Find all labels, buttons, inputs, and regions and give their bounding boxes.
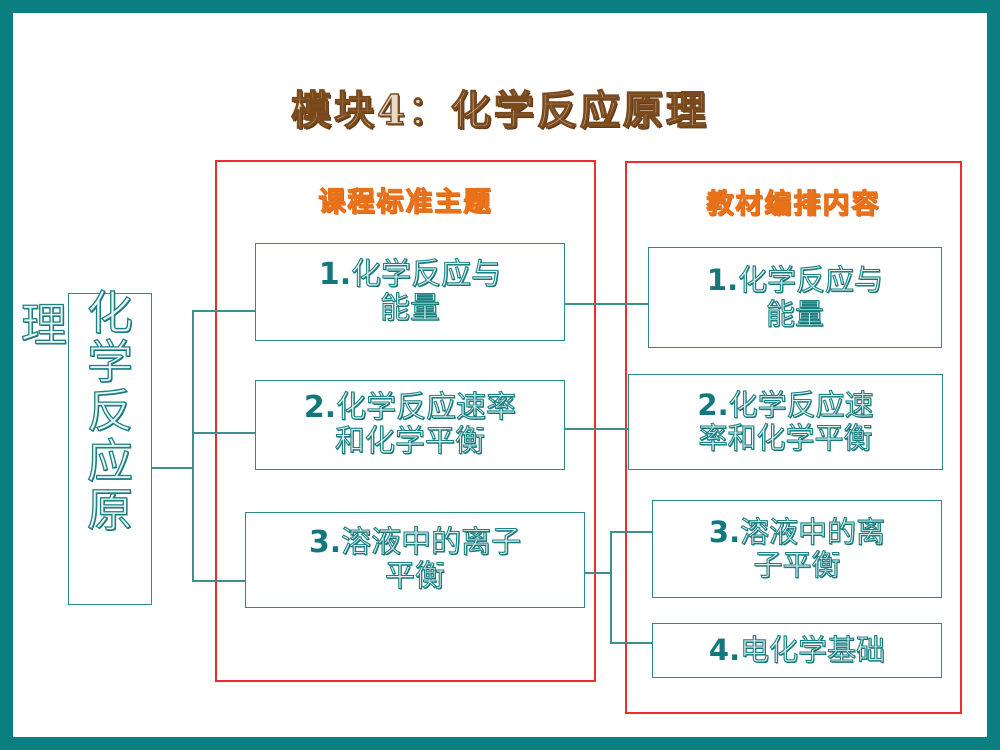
textbook-item-2-line1: 化学反应速	[728, 387, 874, 422]
connector-branch-to-r3	[610, 531, 653, 533]
curriculum-item-1-text: 1.化学反应与 能量	[318, 256, 502, 327]
curriculum-item-2-box[interactable]: 2.化学反应速率 和化学平衡	[255, 380, 565, 470]
connector-left-branch-3	[192, 580, 246, 582]
root-topic-overflow-char: 理	[20, 297, 67, 352]
textbook-item-2-number: 2.	[697, 387, 729, 422]
textbook-item-3-box[interactable]: 3.溶液中的离 子平衡	[652, 500, 942, 598]
curriculum-item-3-number: 3.	[308, 524, 342, 560]
curriculum-item-1-number: 1.	[318, 256, 352, 292]
textbook-item-3-number: 3.	[708, 514, 741, 549]
textbook-item-1-number: 1.	[706, 263, 739, 298]
textbook-item-4-text: 4.电化学基础	[708, 632, 886, 667]
column-header-curriculum-standard: 课程标准主题	[318, 186, 493, 218]
curriculum-item-1-box[interactable]: 1.化学反应与 能量	[255, 243, 565, 341]
textbook-item-1-text: 1.化学反应与 能量	[706, 263, 884, 331]
curriculum-item-2-line1: 化学反应速率	[336, 389, 517, 425]
curriculum-item-3-text: 3.溶液中的离子 平衡	[308, 524, 522, 595]
connector-right-trunk	[610, 531, 612, 643]
root-topic-box[interactable]	[68, 293, 152, 605]
textbook-item-3-line2: 子平衡	[753, 548, 841, 582]
textbook-item-2-line2: 率和化学平衡	[698, 421, 873, 455]
textbook-item-1-line1: 化学反应与	[738, 263, 884, 298]
textbook-arrangement-group-frame	[625, 161, 962, 714]
curriculum-item-3-line1: 溶液中的离子	[341, 524, 522, 560]
column-header-textbook-arrangement: 教材编排内容	[706, 188, 881, 220]
textbook-item-4-box[interactable]: 4.电化学基础	[652, 623, 942, 678]
textbook-item-1-line2: 能量	[765, 296, 824, 331]
connector-left-trunk	[192, 310, 194, 582]
textbook-item-4-number: 4.	[708, 632, 741, 667]
textbook-item-4-line1: 电化学基础	[740, 632, 886, 667]
curriculum-item-3-line2: 平衡	[384, 559, 445, 595]
connector-l1-to-r1	[565, 303, 649, 305]
page-title: 模块4：化学反应原理	[290, 86, 709, 134]
curriculum-item-2-line2: 和化学平衡	[334, 424, 485, 460]
curriculum-item-1-line1: 化学反应与	[351, 256, 502, 292]
curriculum-standard-group-frame	[215, 160, 596, 682]
textbook-item-1-box[interactable]: 1.化学反应与 能量	[648, 247, 942, 348]
curriculum-item-2-text: 2.化学反应速率 和化学平衡	[303, 389, 517, 460]
connector-left-branch-1	[192, 310, 256, 312]
textbook-item-3-text: 3.溶液中的离 子平衡	[708, 514, 886, 583]
textbook-item-3-line1: 溶液中的离	[740, 514, 886, 549]
textbook-item-2-text: 2.化学反应速 率和化学平衡	[697, 387, 874, 456]
connector-l2-to-r2	[565, 428, 629, 430]
curriculum-item-1-line2: 能量	[379, 291, 440, 327]
connector-left-branch-2	[192, 432, 256, 434]
curriculum-item-3-box[interactable]: 3.溶液中的离子 平衡	[245, 512, 585, 608]
connector-root-stem	[152, 467, 193, 469]
connector-branch-to-r4	[610, 642, 653, 644]
textbook-item-2-box[interactable]: 2.化学反应速 率和化学平衡	[628, 374, 943, 470]
curriculum-item-2-number: 2.	[303, 389, 337, 425]
connector-l3-stem	[585, 572, 611, 574]
